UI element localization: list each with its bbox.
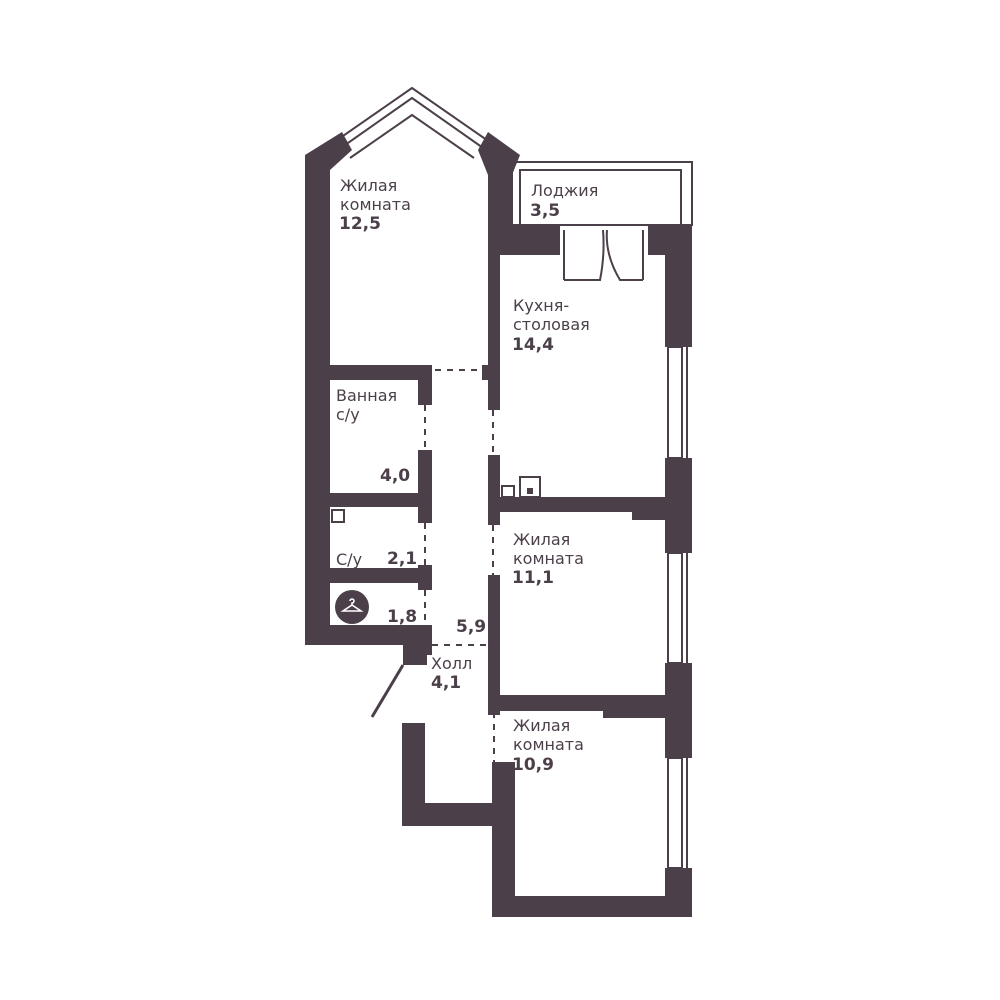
room-area-living-1: 12,5 [339,214,381,234]
room-name-line: комната [513,549,584,568]
room-area-corridor: 5,9 [456,617,487,637]
room-area-wardrobe: 1,8 [387,607,418,627]
room-area-living-2: 11,1 [512,568,554,588]
wall-right-3 [665,663,692,758]
room-area-wc: 2,1 [387,549,418,569]
room-label-living-2: Жилая комната [513,530,584,568]
wall-left-outer [305,165,330,645]
room-area-bathroom: 4,0 [380,466,411,486]
wall-bedroom3-left [492,762,515,917]
walls [305,132,692,917]
wall-bath-bottom [330,493,432,507]
room-name-line: Жилая [513,716,571,735]
shaft-icon [331,509,345,523]
room-name-line: Кухня- [513,296,570,315]
room-area-kitchen: 14,4 [512,335,554,355]
room-label-bathroom: Ванная с/у [336,386,397,424]
wall-corridor-right-3 [488,575,500,715]
wall-bath-top [330,365,432,380]
room-area-hall: 4,1 [431,673,462,693]
wall-stub [482,365,500,380]
wall-wc-bottom [330,568,432,583]
room-name-line: столовая [513,315,590,334]
room-name-line: с/у [336,405,360,424]
door-openings [424,369,495,762]
room-area-loggia: 3,5 [530,201,561,221]
wall-hall-bottom [402,803,515,826]
room-area-living-3: 10,9 [512,755,554,775]
wall-right-1 [665,225,692,347]
hanger-icon [335,590,369,624]
room-name-line: комната [513,735,584,754]
wall-kitchen-top-left [488,225,560,255]
windows-right [667,346,688,869]
wall-entrance [403,645,427,665]
wall-bottom-left [305,625,432,645]
room-label-wc: С/у [336,550,363,569]
room-label-living-1: Жилая комната [340,176,411,214]
wall-kitchen-left-upper [488,255,500,410]
wall-bedroom3-bottom [492,896,692,917]
balcony-door [563,229,644,281]
entrance-door[interactable] [370,664,405,718]
gable-window [329,86,495,159]
room-label-hall: Холл [431,654,473,673]
room-name-line: Ванная [336,386,398,405]
loggia-outline [511,161,693,226]
wall-right-2 [665,458,692,553]
sink-icon [501,476,541,498]
wall-hall-left [402,723,425,826]
room-name-line: Жилая [513,530,571,549]
room-label-kitchen: Кухня- столовая [513,296,590,334]
room-label-loggia: Лоджия [531,181,599,200]
room-label-living-3: Жилая комната [513,716,584,754]
room-name-line: Жилая [340,176,398,195]
wall-corridor-right-2 [488,455,500,525]
room-name-line: комната [340,195,411,214]
